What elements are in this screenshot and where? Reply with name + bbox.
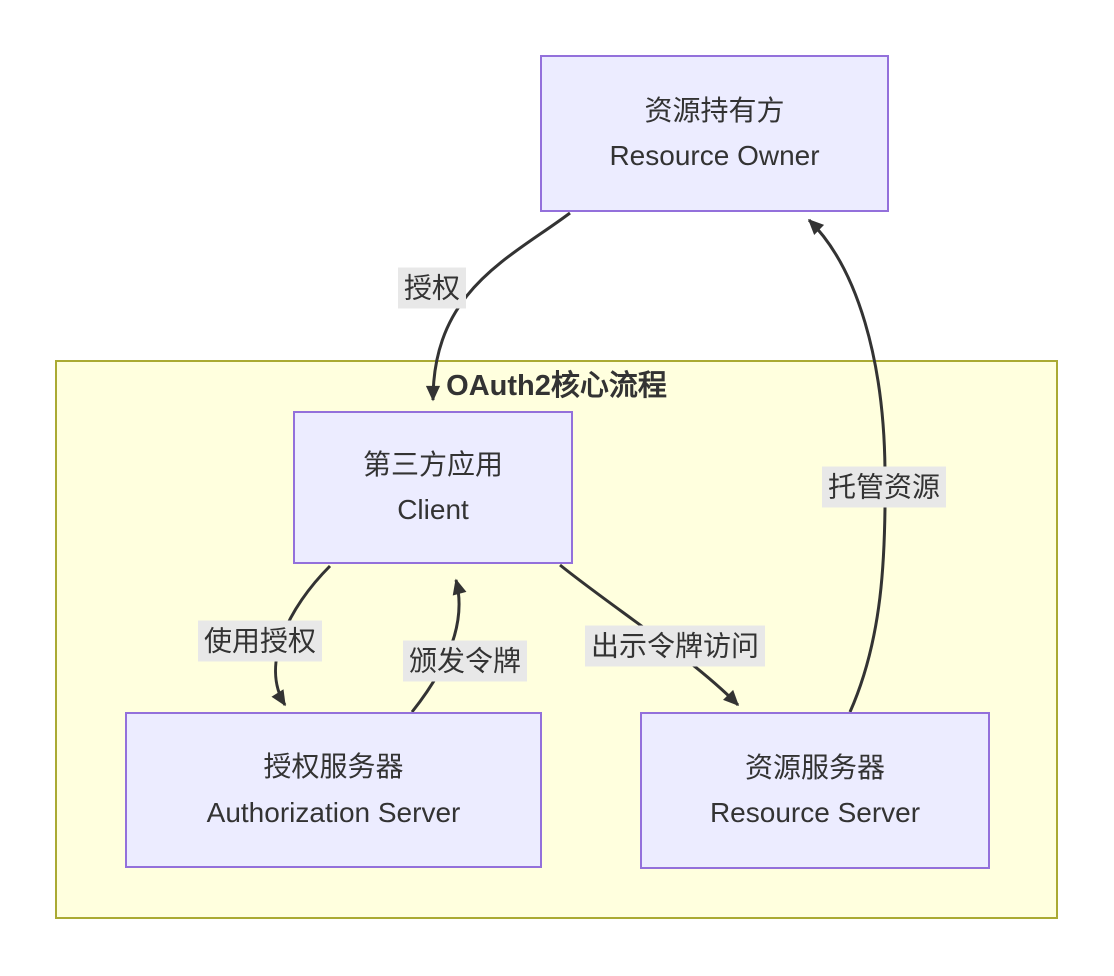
edge-label-use-authorization: 使用授权 [197,620,323,662]
node-authorization-server: 授权服务器 Authorization Server [125,712,542,868]
node-client-label-en: Client [397,494,469,525]
node-resource-owner-label-zh: 资源持有方 [644,94,785,126]
node-resource-server-label-en: Resource Server [709,797,921,828]
edge-label-host-resource: 托管资源 [821,466,947,508]
node-resource-server-label-zh: 资源服务器 [744,751,885,783]
node-client-label-zh: 第三方应用 [362,448,503,480]
node-client: 第三方应用 Client [293,411,573,564]
node-resource-owner: 资源持有方 Resource Owner [540,55,889,212]
edge-resource-owner-to-client [425,211,571,402]
edge-label-authorize: 授权 [397,267,467,309]
node-resource-server: 资源服务器 Resource Server [640,712,990,869]
edge-label-issue-token: 颁发令牌 [402,640,528,682]
node-resource-owner-label-en: Resource Owner [609,140,820,171]
node-authorization-server-label-en: Authorization Server [206,796,461,828]
node-authorization-server-label-zh: 授权服务器 [263,751,404,783]
subgraph-title: OAuth2核心流程 [446,370,667,402]
edge-label-present-token-access: 出示令牌访问 [584,625,766,667]
